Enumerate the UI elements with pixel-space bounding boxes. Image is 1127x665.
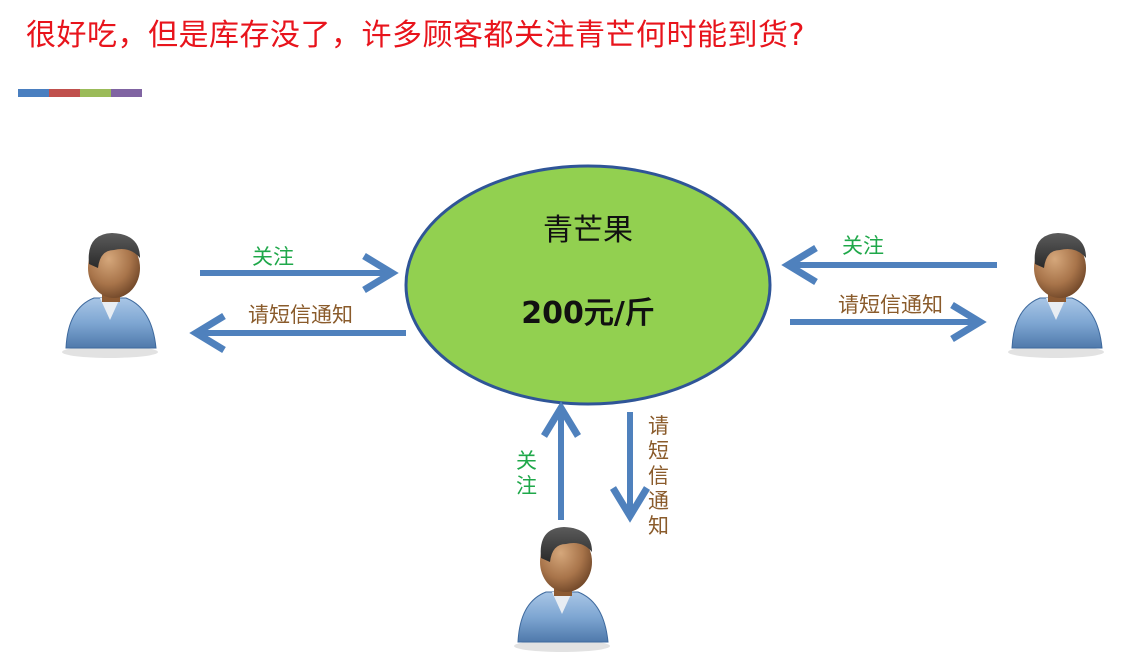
label-notify-bottom-char-3: 信	[648, 464, 669, 488]
arrow-notify-bottom	[613, 412, 647, 516]
label-follow-bottom-char-2: 注	[516, 474, 537, 498]
product-ellipse	[406, 166, 770, 404]
person-icon	[62, 233, 158, 358]
person-icon	[514, 527, 610, 652]
label-follow-bottom: 关 注	[516, 449, 544, 498]
label-follow-left: 关注	[252, 245, 294, 269]
label-notify-bottom-char-2: 短	[648, 439, 669, 463]
label-notify-bottom-char-1: 请	[648, 414, 669, 438]
label-follow-right: 关注	[842, 234, 884, 258]
label-notify-bottom-char-4: 通	[648, 489, 669, 513]
label-notify-bottom-char-5: 知	[648, 514, 669, 538]
label-notify-right: 请短信通知	[838, 293, 943, 317]
product-price: 200元/斤	[521, 296, 655, 331]
product-name: 青芒果	[543, 213, 633, 248]
arrow-follow-right	[788, 248, 997, 282]
label-notify-left: 请短信通知	[248, 303, 353, 327]
arrow-follow-left	[200, 256, 392, 290]
label-follow-bottom-char-1: 关	[516, 449, 537, 473]
label-notify-bottom: 请 短 信 通 知	[648, 414, 676, 538]
person-icon	[1008, 233, 1104, 358]
arrow-follow-bottom	[544, 408, 578, 520]
